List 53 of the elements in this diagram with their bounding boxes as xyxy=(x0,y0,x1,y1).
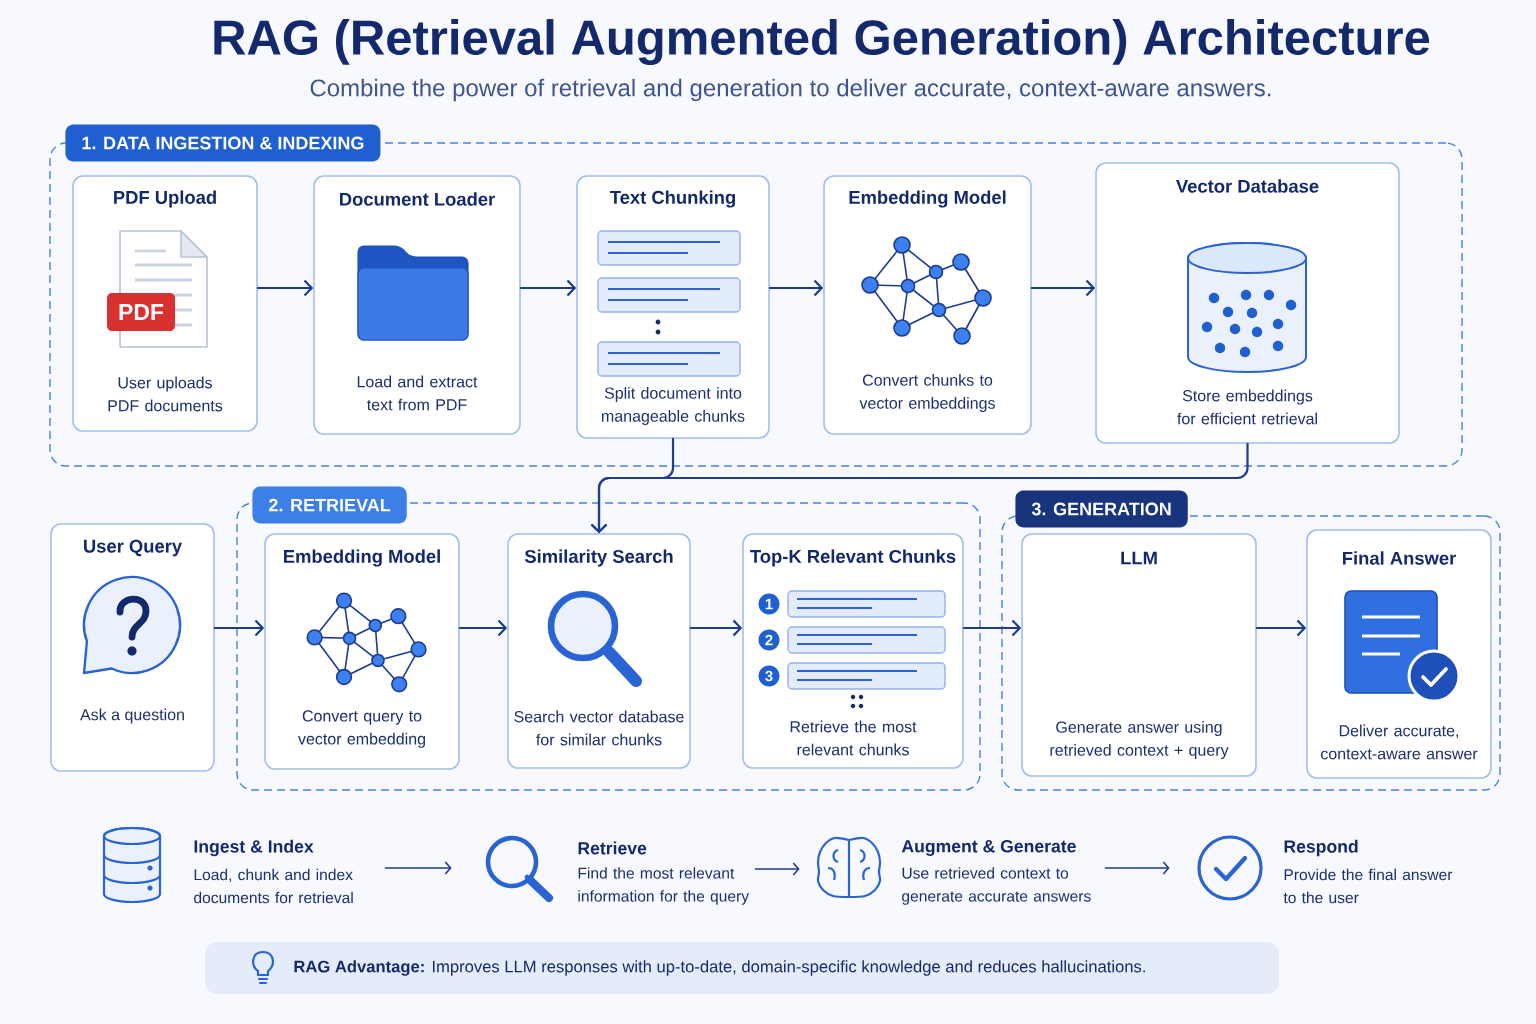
card-title: LLM xyxy=(1121,551,1157,565)
arrow xyxy=(1030,279,1096,297)
card-description: Deliver accurate, context-aware answer xyxy=(1321,724,1478,760)
banner-text: RAG Advantage: Improves LLM responses with up-to-date, domain-specific knowledge and reduces hallucinations. xyxy=(294,960,1145,976)
card-title: Text Chunking xyxy=(610,190,735,208)
arrow xyxy=(1255,619,1307,637)
arrow xyxy=(213,619,265,637)
card-description: Store embeddings for efficient retrieval xyxy=(1177,389,1317,425)
step-title: Augment & Generate xyxy=(901,840,1076,856)
card-description: Load and extract text from PDF xyxy=(357,375,478,411)
step-title: Ingest & Index xyxy=(194,839,314,857)
number-badge: 2 xyxy=(758,629,780,651)
card-description: Convert chunks to vector embeddings xyxy=(859,374,995,412)
card-title: Embedding Model xyxy=(284,549,440,567)
card-title: Embedding Model xyxy=(849,190,1006,208)
step-title: Retrieve xyxy=(578,841,647,855)
arrow xyxy=(590,442,1249,534)
card-description: Generate answer using retrieved context + query xyxy=(1050,721,1229,759)
card-description: Split document into manageable chunks xyxy=(602,387,745,425)
arrow xyxy=(519,279,577,297)
pdf-badge: PDF xyxy=(107,293,175,331)
card-title: Document Loader xyxy=(340,192,495,206)
step-description: Use retrieved context to generate accurate answers xyxy=(902,867,1091,905)
number-badge: 3 xyxy=(758,665,780,687)
arrow xyxy=(256,279,314,297)
card-description: Retrieve the most relevant chunks xyxy=(790,720,917,756)
diagram-title: RAG (Retrieval Augmented Generation) Architecture xyxy=(214,19,1430,65)
card-description: Search vector database for similar chunks xyxy=(514,710,684,746)
section-tab: 1. DATA INGESTION & INDEXING xyxy=(65,124,381,162)
step-title: Respond xyxy=(1284,839,1358,857)
step-description: Find the most relevant information for the query xyxy=(578,867,750,905)
card-title: PDF Upload xyxy=(114,190,216,208)
card-title: Top-K Relevant Chunks xyxy=(750,549,956,567)
number-badge: 1 xyxy=(758,593,780,615)
card-title: Final Answer xyxy=(1343,551,1456,565)
arrow xyxy=(689,619,743,637)
section-tab: 2. RETRIEVAL xyxy=(252,486,407,524)
arrow xyxy=(458,619,508,637)
card-description: Ask a question xyxy=(80,708,184,724)
card-title: Similarity Search xyxy=(524,549,673,567)
card-title: User Query xyxy=(84,539,182,557)
card-description: Convert query to vector embedding xyxy=(298,710,425,748)
section-tab: 3. GENERATION xyxy=(1015,490,1188,528)
subtitle: Combine the power of retrieval and generation to deliver accurate, context-aware answers. xyxy=(310,78,1271,102)
step-description: Load, chunk and index documents for retrieval xyxy=(194,868,353,904)
arrow xyxy=(754,862,800,876)
arrow xyxy=(1104,861,1170,875)
card-description: User uploads PDF documents xyxy=(108,376,223,412)
card-title: Vector Database xyxy=(1176,179,1319,193)
arrow xyxy=(768,279,824,297)
step-description: Provide the final answer to the user xyxy=(1283,868,1453,904)
arrow xyxy=(962,619,1022,637)
arrow xyxy=(384,861,452,875)
